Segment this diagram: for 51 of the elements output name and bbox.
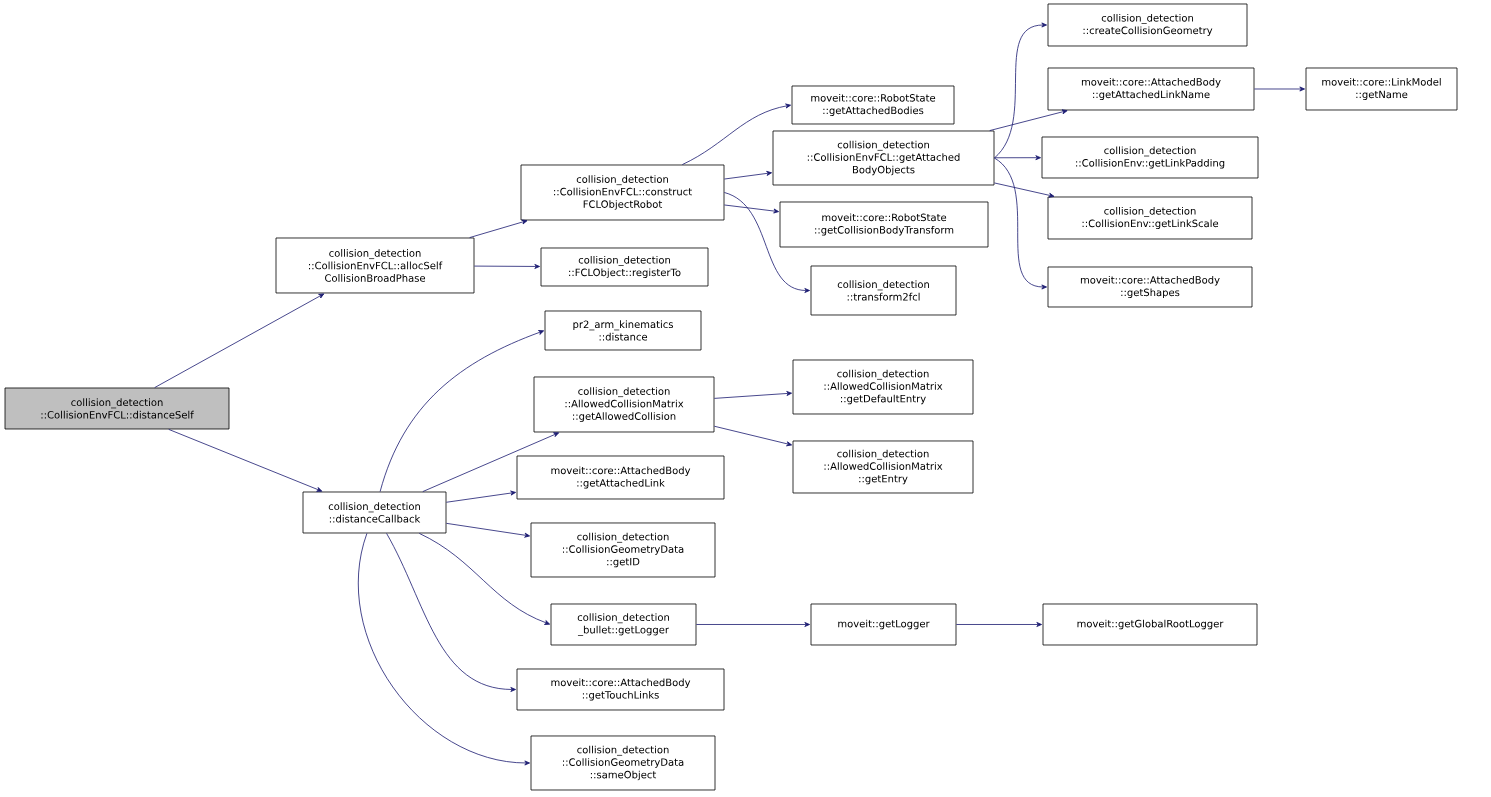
arrow (724, 204, 779, 214)
function-box: collision_detection ::AllowedCollisionMatrix ::getEntry (792, 440, 974, 494)
arrow (379, 330, 545, 492)
function-box: collision_detection ::FCLObject::registerTo (540, 247, 709, 287)
arrow (386, 533, 516, 692)
arrow (357, 533, 530, 766)
arrow (989, 109, 1068, 131)
function-box: moveit::core::AttachedBody ::getAttachedLink (516, 455, 725, 500)
arrow (994, 155, 1041, 161)
function-box: collision_detection ::AllowedCollisionMatrix ::getDefaultEntry (792, 359, 974, 415)
arrow (681, 103, 791, 165)
arrow (418, 533, 551, 625)
function-box: moveit::core::RobotState ::getAttachedBodies (791, 85, 955, 125)
arrow (994, 182, 1055, 198)
arrow (154, 293, 325, 388)
function-box: collision_detection ::CollisionEnv::getLinkScale (1047, 196, 1253, 240)
arrow (1254, 86, 1305, 92)
function-box: moveit::core::AttachedBody ::getAttachedLinkName (1047, 67, 1255, 111)
arrow (994, 157, 1047, 290)
arrow (714, 391, 792, 399)
function-box: moveit::getLogger (810, 603, 957, 646)
function-box: pr2_arm_kinematics ::distance (544, 310, 702, 351)
function-box: collision_detection ::AllowedCollisionMatrix ::getAllowedCollision (533, 376, 715, 433)
function-box: collision_detection _bullet::getLogger (550, 603, 697, 646)
function-box: moveit::core::AttachedBody ::getTouchLinks (516, 668, 725, 711)
arrow (446, 490, 516, 503)
function-box: collision_detection ::CollisionEnv::getLinkPadding (1041, 136, 1259, 179)
function-box: moveit::getGlobalRootLogger (1042, 603, 1258, 646)
arrow (469, 219, 528, 238)
function-box: collision_detection ::CollisionEnvFCL::construct FCLObjectRobot (520, 164, 725, 221)
function-box: collision_detection ::createCollisionGeometry (1047, 3, 1248, 47)
arrow (956, 622, 1042, 627)
function-box: moveit::core::AttachedBody ::getShapes (1047, 266, 1253, 308)
arrow (696, 622, 810, 627)
function-box: collision_detection ::distanceCallback (302, 491, 447, 534)
arrow (994, 22, 1047, 159)
function-box: collision_detection ::transform2fcl (810, 265, 957, 316)
function-box: moveit::core::RobotState ::getCollisionBodyTransform (779, 201, 989, 248)
arrow (168, 429, 323, 492)
arrow (446, 522, 530, 538)
function-box: collision_detection ::CollisionEnvFCL::distanceSelf (4, 387, 230, 430)
function-box: collision_detection ::CollisionGeometryData ::getID (530, 522, 716, 578)
function-box: moveit::core::LinkModel ::getName (1305, 67, 1458, 111)
arrow (724, 170, 772, 180)
arrow (422, 432, 560, 492)
function-box: collision_detection ::CollisionEnvFCL::allocSelf CollisionBroadPhase (275, 237, 475, 294)
function-box: collision_detection ::CollisionGeometryData ::sameObject (530, 735, 716, 791)
arrow (474, 264, 540, 269)
arrow (714, 425, 792, 447)
function-box: collision_detection ::CollisionEnvFCL::getAttached BodyObjects (772, 130, 995, 186)
arrow (724, 192, 810, 293)
